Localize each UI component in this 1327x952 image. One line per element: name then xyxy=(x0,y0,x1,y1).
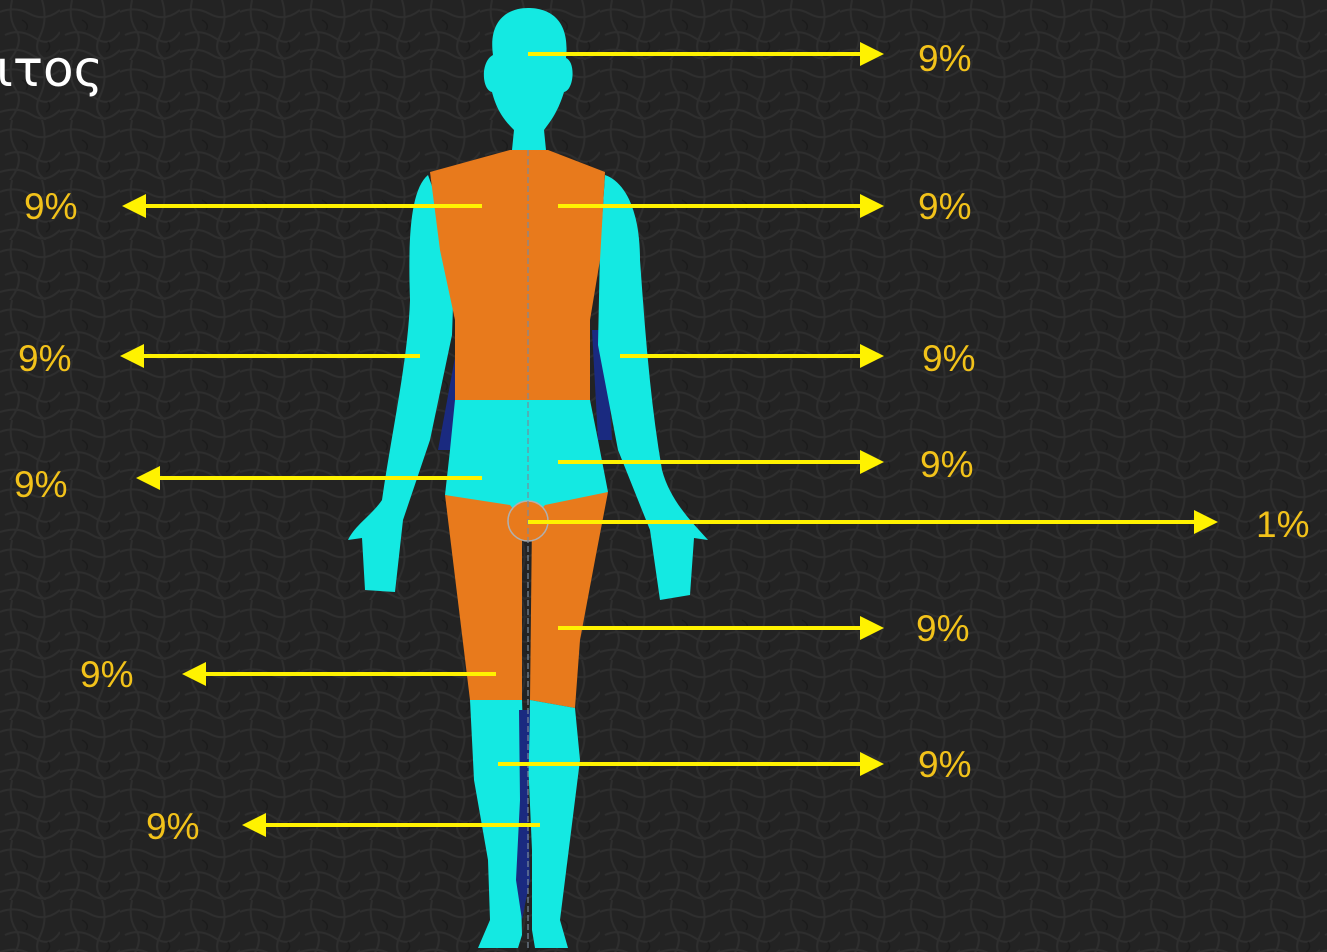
label-thigh-left: 9% xyxy=(80,654,133,696)
label-lower-back-right: 9% xyxy=(920,444,973,486)
label-calf-right: 9% xyxy=(918,744,971,786)
label-perineum: 1% xyxy=(1256,504,1309,546)
label-head: 9% xyxy=(918,38,971,80)
slide-title-fragment: ιτος xyxy=(0,40,103,98)
label-upper-back-right: 9% xyxy=(918,186,971,228)
label-arm-left: 9% xyxy=(18,338,71,380)
label-upper-back-left: 9% xyxy=(24,186,77,228)
label-lower-back-left: 9% xyxy=(14,464,67,506)
upper-back xyxy=(430,150,605,400)
label-calf-left: 9% xyxy=(146,806,199,848)
label-arm-right: 9% xyxy=(922,338,975,380)
label-thigh-right: 9% xyxy=(916,608,969,650)
